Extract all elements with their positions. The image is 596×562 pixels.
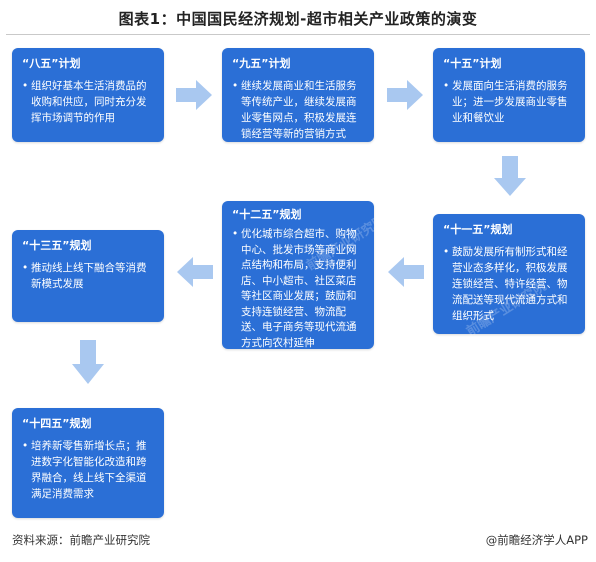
plan-title: “八五”计划 (22, 57, 81, 70)
plan-box-13th: “十三五”规划 •推动线上线下融合等消费新模式发展 (12, 230, 164, 322)
plan-description: 推动线上线下融合等消费新模式发展 (31, 262, 147, 290)
plan-description: 优化城市综合超市、购物中心、批发市场等商业网点结构和布局，支持便利店、中小超市、… (241, 228, 357, 349)
plan-box-12th: “十二五”规划 •优化城市综合超市、购物中心、批发市场等商业网点结构和布局，支持… (222, 201, 374, 349)
plan-title: “九五”计划 (232, 57, 291, 70)
plan-description: 鼓励发展所有制形式和经营业态多样化，积极发展连锁经营、特许经营、物流配送等现代流… (452, 246, 568, 322)
bullet-icon: • (443, 80, 450, 92)
plan-box-14th: “十四五”规划 •培养新零售新增长点；推进数字化智能化改造和跨界融合，线上线下全… (12, 408, 164, 518)
plan-title: “十二五”规划 (232, 208, 302, 221)
plan-title: “十四五”规划 (22, 417, 92, 430)
plan-description: 继续发展商业和生活服务等传统产业，继续发展商业零售网点，积极发展连锁经营等新的营… (241, 80, 357, 140)
plan-title: “十五”计划 (443, 57, 502, 70)
bullet-icon: • (443, 246, 450, 258)
arrow-right-icon (387, 80, 423, 110)
plan-title: “十三五”规划 (22, 239, 92, 252)
plan-box-10th: “十五”计划 •发展面向生活消费的服务业；进一步发展商业零售业和餐饮业 (433, 48, 585, 142)
plan-title: “十一五”规划 (443, 223, 513, 236)
plan-description: 组织好基本生活消费品的收购和供应，同时充分发挥市场调节的作用 (31, 80, 147, 124)
arrow-down-icon (72, 340, 104, 384)
bullet-icon: • (22, 262, 29, 274)
arrow-down-icon (494, 156, 526, 196)
title-divider (6, 34, 590, 35)
source-note: 资料来源：前瞻产业研究院 (12, 533, 150, 547)
bullet-icon: • (232, 80, 239, 92)
plan-box-11th: “十一五”规划 •鼓励发展所有制形式和经营业态多样化，积极发展连锁经营、特许经营… (433, 214, 585, 334)
plan-description: 培养新零售新增长点；推进数字化智能化改造和跨界融合，线上线下全渠道满足消费需求 (31, 440, 147, 500)
plan-box-8th: “八五”计划 •组织好基本生活消费品的收购和供应，同时充分发挥市场调节的作用 (12, 48, 164, 142)
bullet-icon: • (22, 440, 29, 452)
plan-box-9th: “九五”计划 •继续发展商业和生活服务等传统产业，继续发展商业零售网点，积极发展… (222, 48, 374, 142)
arrow-left-icon (177, 257, 213, 287)
chart-title: 图表1：中国国民经济规划-超市相关产业政策的演变 (118, 10, 478, 28)
bullet-icon: • (232, 228, 239, 240)
watermark: 前瞻产业研究院 (0, 325, 78, 387)
arrow-right-icon (176, 80, 212, 110)
bullet-icon: • (22, 80, 29, 92)
brand-note: @前瞻经济学人APP (485, 533, 588, 547)
arrow-left-icon (388, 257, 424, 287)
plan-description: 发展面向生活消费的服务业；进一步发展商业零售业和餐饮业 (452, 80, 568, 124)
